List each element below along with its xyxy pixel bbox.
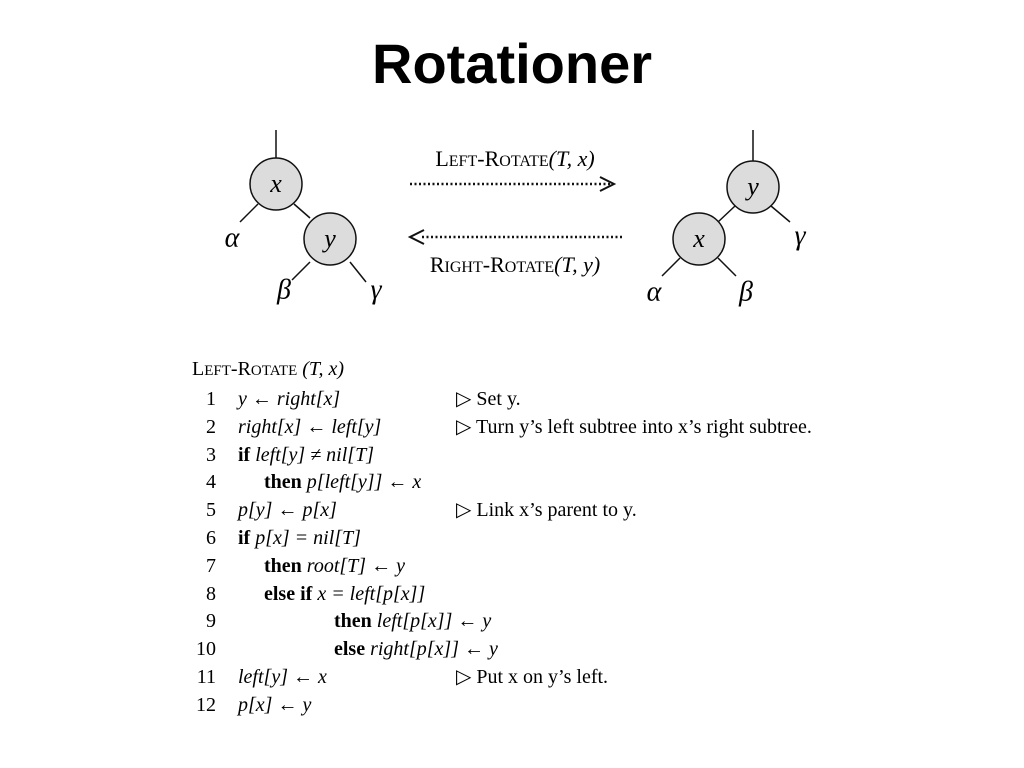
right-rotate-label: RIGHT-ROTATE(T, y) — [430, 252, 600, 277]
subtree-alpha: α — [647, 276, 663, 307]
procedure-name: LEFT-ROTATE — [192, 358, 298, 380]
tree-edge — [717, 205, 736, 223]
tree-edge — [349, 261, 367, 283]
code-statement: p[x] ← y — [238, 693, 312, 716]
code-line: 4 then p[left[y]] ← x — [192, 469, 912, 497]
code-statement: then p[left[y]] ← x — [264, 471, 422, 494]
tree-node-y: y — [303, 212, 357, 266]
node-label: x — [692, 224, 705, 253]
right-rotate-operation: RIGHT-ROTATE(T, y) — [407, 229, 622, 277]
tree-edge — [291, 261, 311, 281]
tree-node-x: x — [249, 157, 303, 211]
node-label: y — [321, 224, 336, 253]
line-number: 4 — [206, 471, 216, 494]
code-line: 2 right[x] ← left[y] ▷ Turn y’s left subtr… — [192, 414, 912, 442]
node-label: y — [744, 172, 759, 201]
arrow-head-icon — [599, 176, 617, 192]
op-args: (T, x) — [549, 146, 595, 171]
line-number: 2 — [206, 415, 216, 438]
left-rotate-operation: LEFT-ROTATE(T, x) — [410, 146, 617, 192]
code-statement: if left[y] ≠ nil[T] — [238, 443, 374, 466]
line-number: 3 — [206, 443, 216, 466]
code-line: 5 p[y] ← p[x] ▷ Link x’s parent to y. — [192, 497, 912, 525]
code-comment: ▷ Set y. — [456, 388, 521, 410]
rotation-diagram: x y α β γ LEFT-ROTATE(T, x) RIGHT-ROTATE… — [225, 130, 806, 307]
subtree-alpha: α — [225, 222, 241, 253]
tree-node-x: x — [672, 212, 726, 266]
line-number: 9 — [206, 610, 216, 633]
subtree-gamma: γ — [794, 220, 806, 251]
code-comment: ▷ Put x on y’s left. — [456, 665, 609, 688]
tree-edge — [293, 203, 311, 219]
code-statement: else right[p[x]] ← y — [334, 638, 498, 661]
node-label: x — [269, 169, 282, 198]
line-number: 11 — [196, 665, 216, 688]
tree-edge — [661, 257, 681, 277]
line-number: 1 — [206, 388, 216, 410]
left-tree: x y α β γ — [225, 130, 382, 305]
right-tree: y x α β γ — [647, 130, 806, 307]
code-line: 7 then root[T] ← y — [192, 553, 912, 581]
line-number: 7 — [206, 554, 216, 577]
code-statement: else if x = left[p[x]] — [264, 582, 426, 605]
code-statement: if p[x] = nil[T] — [238, 526, 361, 549]
tree-node-y: y — [726, 160, 780, 214]
code-statement: then left[p[x]] ← y — [334, 610, 492, 633]
op-args: (T, y) — [554, 252, 600, 277]
op-name: RIGHT-ROTATE — [430, 252, 554, 277]
code-comment: ▷ Turn y’s left subtree into x’s right s… — [456, 415, 812, 438]
op-name: LEFT-ROTATE — [435, 146, 548, 171]
procedure-args: (T, x) — [302, 358, 345, 380]
procedure-header: LEFT-ROTATE (T, x) — [192, 352, 912, 386]
line-number: 8 — [206, 582, 216, 605]
subtree-gamma: γ — [370, 274, 382, 305]
code-line: 9 then left[p[x]] ← y — [192, 608, 912, 636]
code-line: 10 else right[p[x]] ← y — [192, 636, 912, 664]
line-number: 6 — [206, 526, 216, 549]
code-statement: y ← right[x] — [238, 388, 341, 410]
code-line: 3 if left[y] ≠ nil[T] — [192, 442, 912, 470]
subtree-beta: β — [738, 276, 753, 307]
pseudocode-block: LEFT-ROTATE (T, x) 1 y ← right[x] ▷ Set y.… — [192, 352, 912, 720]
tree-edge — [770, 205, 791, 223]
arrow-head-icon — [407, 229, 425, 245]
subtree-beta: β — [276, 274, 291, 305]
code-line: 6 if p[x] = nil[T] — [192, 525, 912, 553]
code-statement: right[x] ← left[y] — [238, 415, 382, 438]
line-number: 12 — [196, 693, 216, 716]
code-line: 1 y ← right[x] ▷ Set y. — [192, 386, 912, 414]
code-statement: then root[T] ← y — [264, 554, 405, 577]
line-number: 5 — [206, 499, 216, 522]
code-statement: left[y] ← x — [238, 665, 327, 688]
code-statement: p[y] ← p[x] — [238, 499, 337, 522]
left-rotate-label: LEFT-ROTATE(T, x) — [435, 146, 594, 171]
tree-edge — [239, 203, 259, 223]
page-title: Rotationer — [372, 32, 652, 95]
line-number: 10 — [196, 638, 216, 661]
code-comment: ▷ Link x’s parent to y. — [456, 499, 637, 522]
code-line: 11 left[y] ← x ▷ Put x on y’s left. — [192, 664, 912, 692]
code-line: 8 else if x = left[p[x]] — [192, 581, 912, 609]
code-line: 12 p[x] ← y — [192, 692, 912, 720]
tree-edge — [717, 257, 737, 277]
code-lines: 1 y ← right[x] ▷ Set y. 2 right[x] ← left[y… — [192, 386, 912, 720]
